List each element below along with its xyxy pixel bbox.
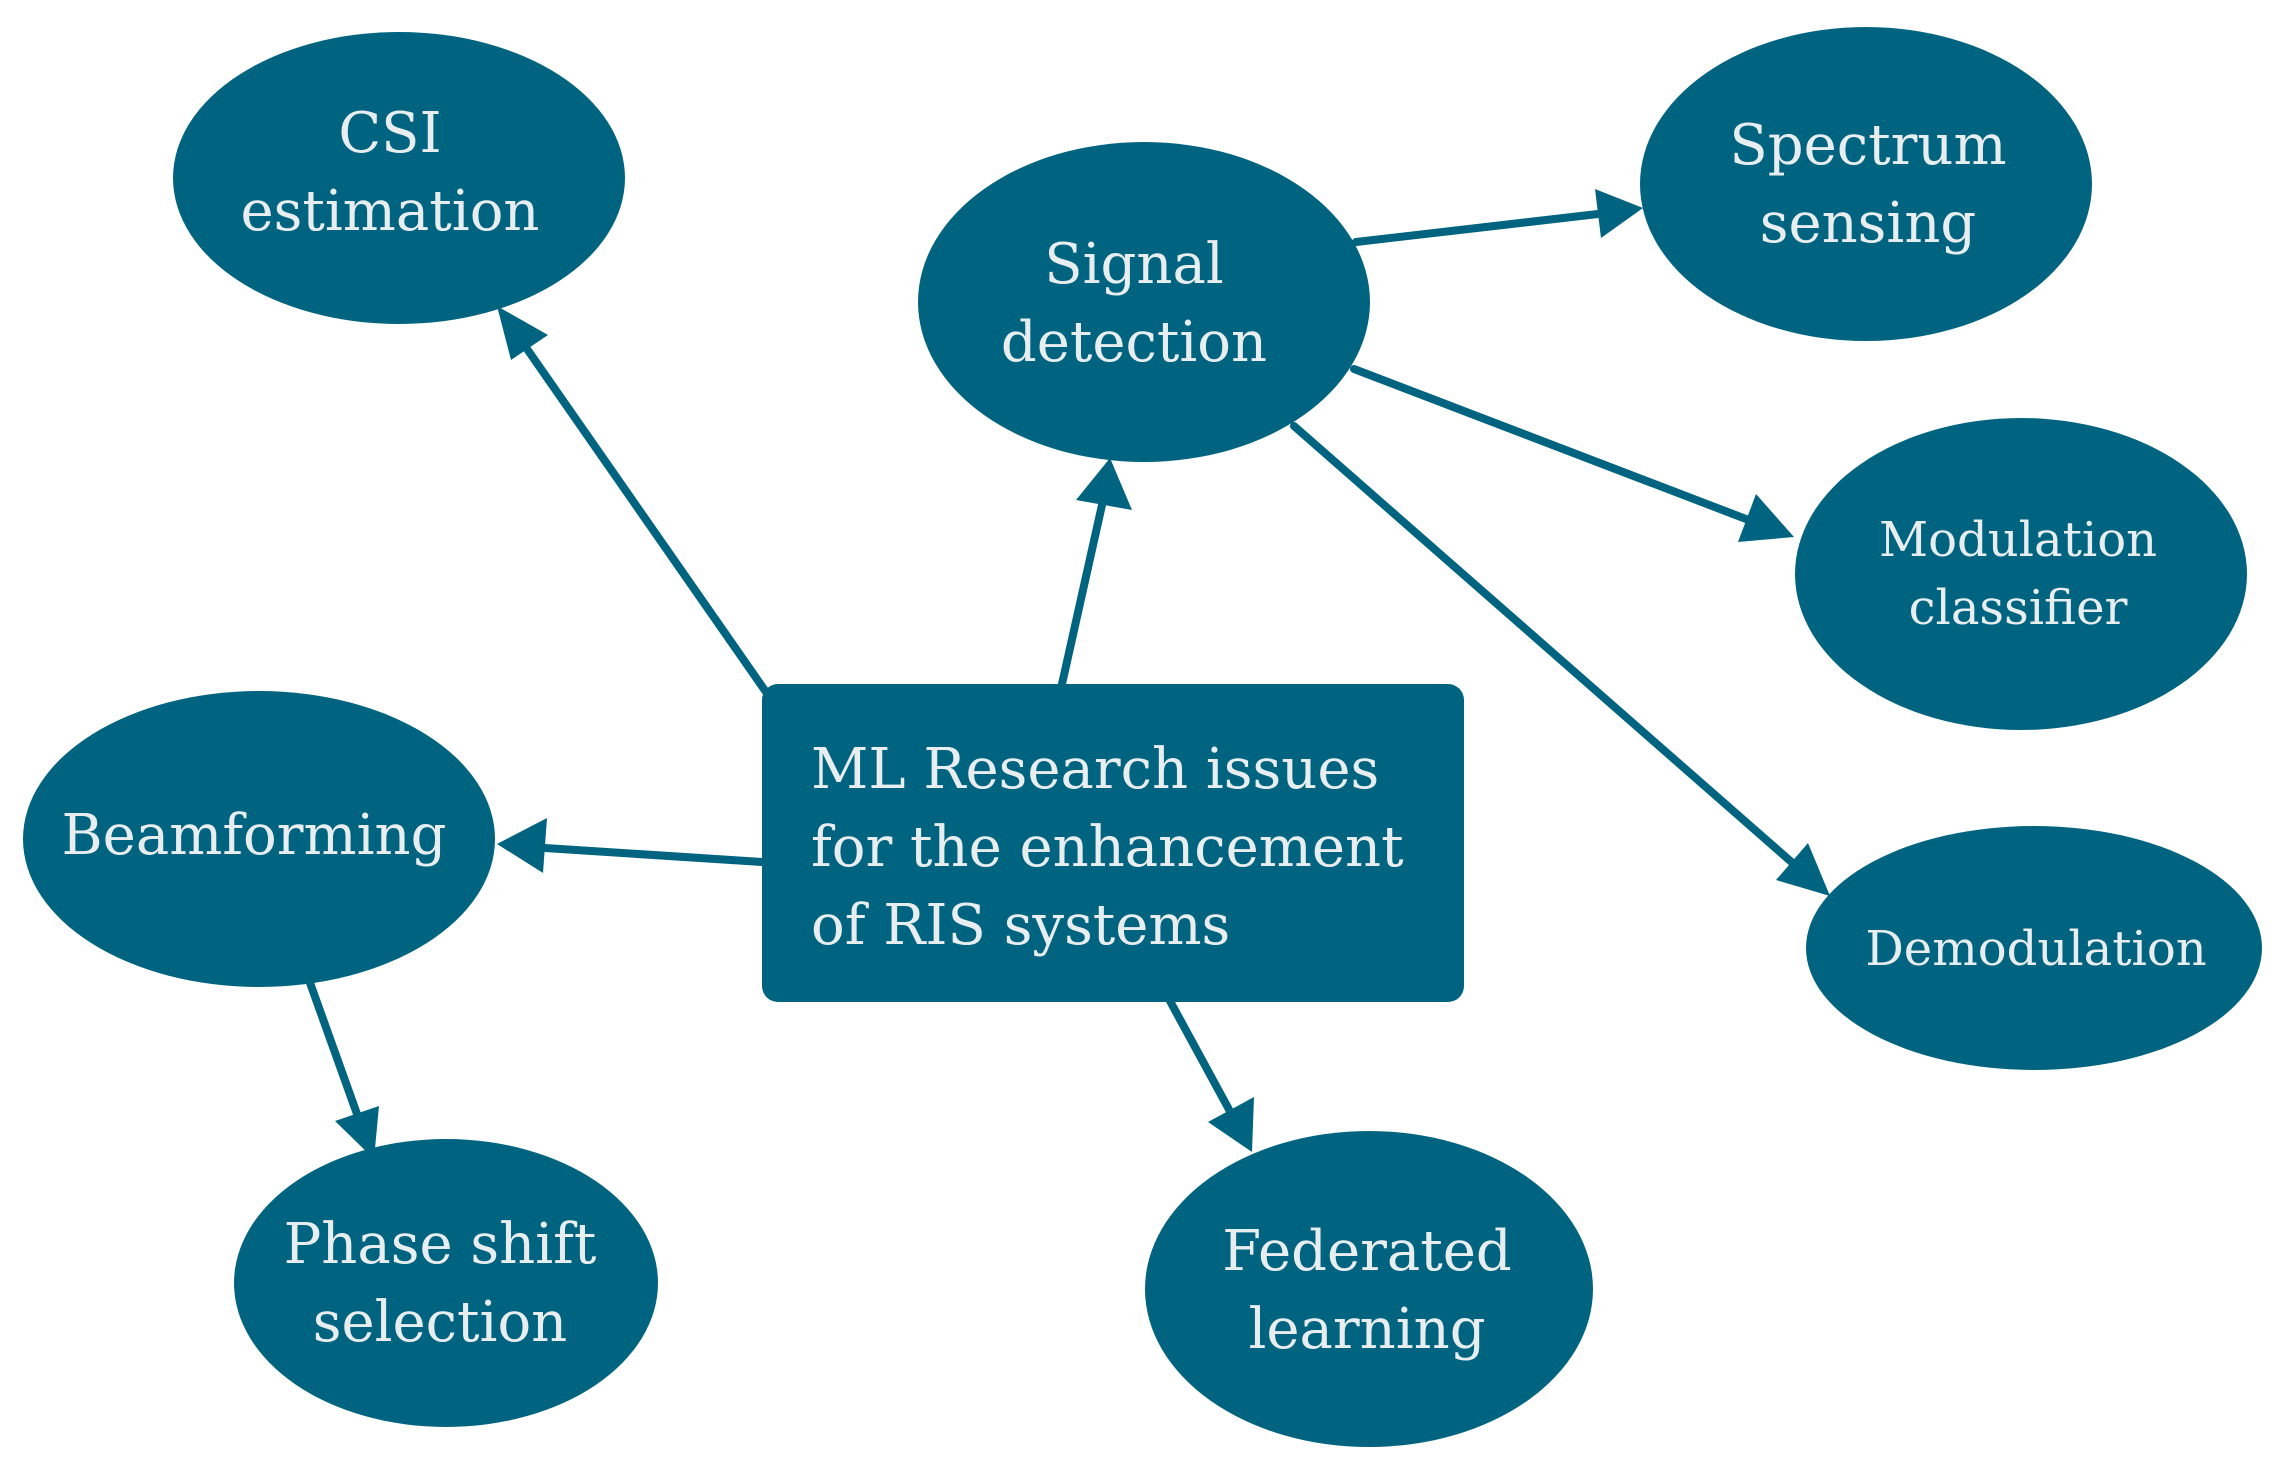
arrowhead-signal (1076, 458, 1132, 510)
node-signal-line-2: detection (1001, 310, 1267, 375)
edge-center-to-beamforming (541, 844, 766, 866)
node-beamforming-ellipse (23, 691, 495, 987)
node-demodulation-ellipse (1806, 826, 2262, 1070)
node-modulation-line-2: classifier (1909, 580, 2128, 636)
edges (305, 189, 1830, 1159)
node-federated-line-2: learning (1248, 1297, 1485, 1362)
node-modulation-ellipse (1795, 418, 2247, 730)
arrowhead-demodulation (1776, 843, 1830, 896)
node-spectrum-sensing: Spectrum sensing (1640, 27, 2092, 341)
edge-signal-to-spectrum (1352, 210, 1602, 246)
edge-center-to-signal (1058, 501, 1106, 688)
edge-signal-to-demodulation (1290, 422, 1800, 870)
arrowhead-spectrum (1595, 189, 1643, 238)
node-phase-ellipse (234, 1139, 658, 1427)
node-signal-detection: Signal detection (918, 142, 1370, 462)
edge-center-to-csi (514, 332, 770, 696)
arrowhead-federated (1208, 1097, 1254, 1152)
node-spectrum-line-2: sensing (1760, 191, 1977, 256)
node-phase-line-1: Phase shift (284, 1212, 597, 1277)
node-csi-line-2: estimation (241, 179, 540, 244)
node-phase-line-2: selection (313, 1290, 568, 1355)
arrowhead-beamforming (497, 818, 547, 873)
node-spectrum-ellipse (1640, 27, 2092, 341)
center-line-1: ML Research issues (811, 737, 1379, 802)
node-signal-line-1: Signal (1044, 232, 1223, 297)
node-federated-ellipse (1145, 1131, 1593, 1447)
node-phase-shift-selection: Phase shift selection (234, 1139, 658, 1427)
node-beamforming-line-1: Beamforming (62, 803, 447, 868)
arrowhead-phase (335, 1106, 379, 1159)
center-node: ML Research issues for the enhancement o… (762, 684, 1464, 1002)
node-signal-ellipse (918, 142, 1370, 462)
node-modulation-classifier: Modulation classifier (1795, 418, 2247, 730)
node-demodulation-line-1: Demodulation (1865, 921, 2206, 977)
arrowhead-csi (497, 306, 548, 360)
center-line-2: for the enhancement (811, 815, 1404, 880)
node-modulation-line-1: Modulation (1879, 512, 2157, 568)
node-federated-learning: Federated learning (1145, 1131, 1593, 1447)
arrowhead-modulation (1738, 494, 1794, 542)
node-csi-estimation: CSI estimation (173, 32, 625, 324)
node-beamforming: Beamforming (23, 691, 495, 987)
edge-beamforming-to-phase (305, 976, 361, 1118)
edge-center-to-federated (1166, 997, 1236, 1119)
node-demodulation: Demodulation (1806, 826, 2262, 1070)
node-csi-line-1: CSI (338, 101, 441, 166)
node-spectrum-line-1: Spectrum (1729, 113, 2006, 178)
node-csi-ellipse (173, 32, 625, 324)
center-line-3: of RIS systems (811, 893, 1230, 958)
center-box (762, 684, 1464, 1002)
edge-signal-to-modulation (1350, 365, 1750, 523)
node-federated-line-1: Federated (1222, 1219, 1512, 1284)
